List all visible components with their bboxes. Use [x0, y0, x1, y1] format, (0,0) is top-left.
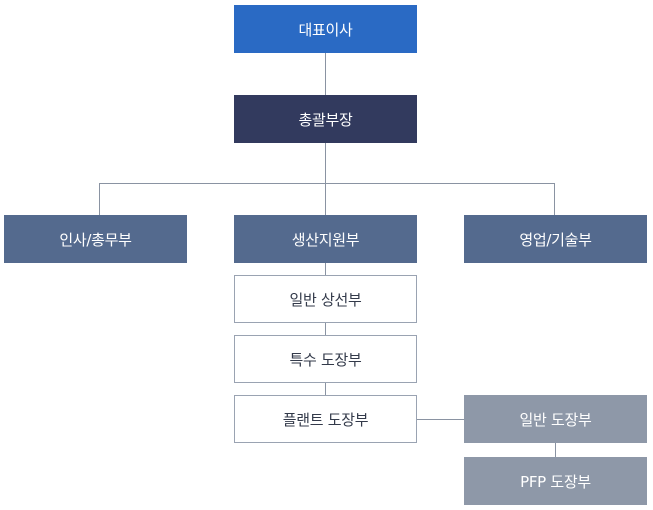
team-plant-painting-label: 플랜트 도장부 — [282, 410, 369, 429]
dept-hr-admin-label: 인사/총무부 — [59, 230, 132, 249]
connector-sub1-sub2 — [325, 323, 326, 335]
general-manager-label: 총괄부장 — [298, 110, 353, 129]
team-special-painting-label: 특수 도장부 — [289, 350, 362, 369]
general-manager-box: 총괄부장 — [234, 95, 417, 143]
connector-right-dept — [554, 183, 555, 215]
dept-production-support: 생산지원부 — [234, 215, 417, 263]
team-pfp-painting-label: PFP 도장부 — [520, 472, 591, 491]
connector-center-dept — [325, 183, 326, 215]
dept-sales-tech-label: 영업/기술부 — [519, 230, 592, 249]
connector-prod-sub1 — [325, 263, 326, 275]
connector-ceo-gm — [325, 53, 326, 95]
team-general-merchant: 일반 상선부 — [234, 275, 417, 323]
connector-horizontal — [99, 183, 555, 184]
ceo-label: 대표이사 — [298, 20, 353, 39]
team-plant-painting: 플랜트 도장부 — [234, 395, 417, 443]
connector-plant-branch — [417, 419, 464, 420]
dept-production-support-label: 생산지원부 — [291, 230, 360, 249]
team-general-painting: 일반 도장부 — [464, 395, 647, 443]
connector-plant-subs — [555, 443, 556, 457]
dept-sales-tech: 영업/기술부 — [464, 215, 647, 263]
ceo-box: 대표이사 — [234, 5, 417, 53]
connector-left-dept — [99, 183, 100, 215]
team-special-painting: 특수 도장부 — [234, 335, 417, 383]
team-pfp-painting: PFP 도장부 — [464, 457, 647, 505]
dept-hr-admin: 인사/총무부 — [4, 215, 187, 263]
team-general-merchant-label: 일반 상선부 — [289, 290, 362, 309]
team-general-painting-label: 일반 도장부 — [519, 410, 592, 429]
connector-sub2-sub3 — [325, 383, 326, 395]
connector-gm-branch — [325, 143, 326, 183]
